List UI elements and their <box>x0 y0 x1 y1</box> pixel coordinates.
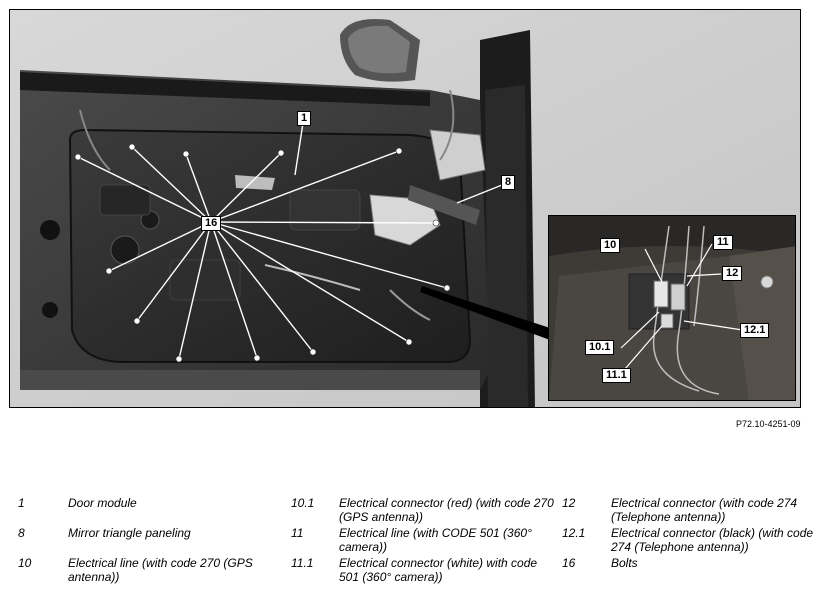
legend-description: Electrical connector (red) (with code 27… <box>339 496 554 524</box>
legend-number: 16 <box>562 556 576 570</box>
callout-11-1: 11.1 <box>602 368 631 383</box>
figure-code: P72.10-4251-09 <box>736 419 801 429</box>
legend-column-1: 1 Door module 8 Mirror triangle paneling… <box>18 496 288 584</box>
legend-description: Door module <box>68 496 137 510</box>
callout-8: 8 <box>501 175 516 190</box>
callout-1: 1 <box>297 111 312 126</box>
legend-number: 1 <box>18 496 25 510</box>
legend-number: 12.1 <box>562 526 586 540</box>
figure-frame: 1 8 16 10 11 12 10.1 12.1 11.1 <box>9 9 801 408</box>
callout-11: 11 <box>713 235 733 250</box>
door-photo <box>10 10 800 407</box>
legend-description: Electrical line (with CODE 501 (360° cam… <box>339 526 532 554</box>
legend-description: Bolts <box>611 556 638 570</box>
callout-12: 12 <box>722 266 743 281</box>
legend-number: 12 <box>562 496 576 510</box>
callout-12-1: 12.1 <box>740 323 770 338</box>
legend-description: Electrical connector (white) with code 5… <box>339 556 538 584</box>
legend-number: 8 <box>18 526 25 540</box>
inset-illustration <box>549 216 795 400</box>
callout-10: 10 <box>600 238 621 253</box>
legend-number: 11 <box>291 526 304 540</box>
legend-description: Electrical connector (with code 274 (Tel… <box>611 496 798 524</box>
callout-10-1: 10.1 <box>585 340 615 355</box>
legend-number: 11.1 <box>291 556 314 570</box>
callout-16: 16 <box>201 216 222 231</box>
legend-description: Electrical line (with code 270 (GPS ante… <box>68 556 253 584</box>
legend-number: 10.1 <box>291 496 315 510</box>
legend-description: Mirror triangle paneling <box>68 526 191 540</box>
legend-number: 10 <box>18 556 32 570</box>
inset-photo <box>548 215 796 401</box>
legend-item: 1 Door module <box>18 496 288 526</box>
legend-description: Electrical connector (black) (with code … <box>611 526 814 554</box>
